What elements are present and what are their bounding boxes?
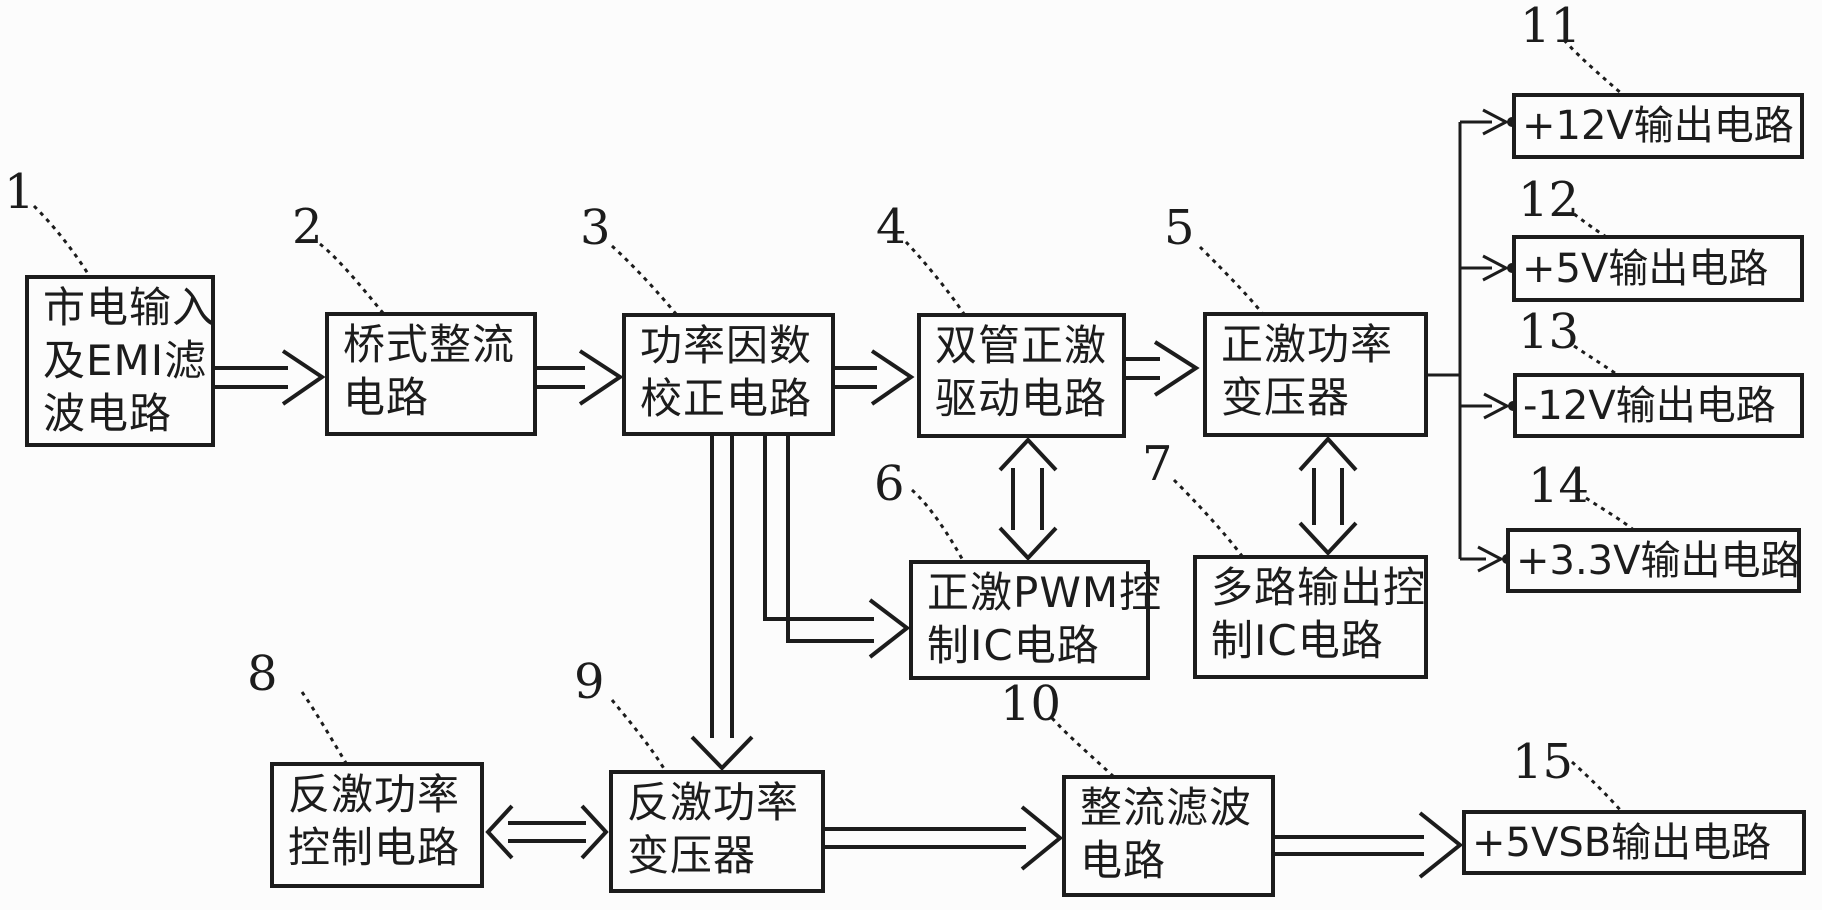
- ref-number-8: 8: [247, 646, 278, 702]
- block-text-line: 驱动电路: [935, 374, 1108, 423]
- leader-6: [910, 488, 968, 567]
- leader-14: [1585, 496, 1637, 534]
- block-text-line: +3.3V输出电路: [1516, 537, 1801, 584]
- block-output-3v3: +3.3V输出电路: [1506, 528, 1801, 593]
- block-text-line: 正激PWM控: [927, 568, 1163, 617]
- block-text-line: 电路: [343, 373, 430, 422]
- leader-3: [610, 244, 678, 315]
- leader-9: [610, 699, 668, 773]
- block-rectifier-filter: 整流滤波 电路: [1062, 775, 1275, 897]
- ref-number-6: 6: [874, 456, 905, 512]
- block-multi-output-control-ic: 多路输出控 制IC电路: [1193, 555, 1428, 679]
- ref-number-12: 12: [1518, 172, 1580, 228]
- block-output-neg12v: -12V输出电路: [1513, 373, 1804, 438]
- block-text-line: 双管正激: [935, 321, 1108, 370]
- block-text-line: 制IC电路: [1211, 616, 1384, 665]
- leader-11: [1562, 39, 1623, 96]
- output-bus-trunk: [1428, 122, 1462, 559]
- ref-number-5: 5: [1164, 200, 1195, 256]
- block-text-line: 桥式整流: [343, 320, 516, 369]
- branch-contact-dots: [1502, 117, 1518, 564]
- block-forward-power-transformer: 正激功率 变压器: [1203, 312, 1428, 437]
- block-text-line: 功率因数: [640, 321, 813, 370]
- block-text-line: 正激功率: [1221, 320, 1394, 369]
- double-arrow-5-7: [1298, 436, 1358, 556]
- branch-to-5v: [1460, 254, 1510, 282]
- block-flyback-power-control: 反激功率 控制电路: [270, 762, 484, 888]
- arrow-3-to-4: [835, 349, 915, 406]
- arrow-4-to-5: [1126, 340, 1200, 397]
- block-text-line: 及EMI滤: [43, 336, 208, 385]
- arrow-3-to-6: [763, 436, 911, 659]
- ref-number-7: 7: [1142, 436, 1173, 492]
- block-text-line: -12V输出电路: [1523, 382, 1776, 429]
- block-text-line: 电路: [1080, 836, 1167, 885]
- ref-number-15: 15: [1512, 734, 1574, 790]
- block-text-line: 反激功率: [627, 778, 800, 827]
- block-text-line: 控制电路: [288, 823, 461, 872]
- double-arrow-8-9: [485, 804, 609, 860]
- ref-number-13: 13: [1518, 304, 1580, 360]
- block-mains-input-emi-filter: 市电输入 及EMI滤 波电路: [25, 275, 215, 447]
- block-text-line: 多路输出控: [1211, 563, 1427, 612]
- double-arrow-4-6: [998, 437, 1058, 561]
- branch-to-12v: [1460, 108, 1510, 136]
- block-power-factor-correction: 功率因数 校正电路: [622, 313, 835, 436]
- block-bridge-rectifier: 桥式整流 电路: [325, 312, 537, 436]
- arrow-3-to-9: [690, 436, 754, 771]
- ref-number-2: 2: [292, 199, 323, 255]
- arrow-1-to-2: [215, 349, 326, 406]
- ref-number-9: 9: [574, 654, 605, 710]
- leader-1: [32, 204, 92, 278]
- block-text-line: 反激功率: [288, 770, 461, 819]
- block-text-line: 整流滤波: [1080, 783, 1253, 832]
- leader-15: [1571, 760, 1624, 813]
- block-output-5v: +5V输出电路: [1512, 235, 1804, 302]
- block-text-line: +5V输出电路: [1522, 245, 1769, 292]
- ref-number-10: 10: [1000, 676, 1062, 732]
- ref-number-14: 14: [1528, 458, 1590, 514]
- block-text-line: 市电输入: [43, 283, 216, 332]
- block-flyback-power-transformer: 反激功率 变压器: [609, 770, 825, 893]
- block-text-line: +5VSB输出电路: [1472, 819, 1772, 866]
- ref-number-4: 4: [876, 199, 907, 255]
- leader-13: [1573, 344, 1623, 380]
- leader-10: [1050, 717, 1116, 779]
- branch-to-3v3: [1460, 545, 1505, 573]
- arrow-2-to-3: [537, 349, 624, 406]
- branch-to-neg12v: [1460, 392, 1511, 420]
- leader-7: [1172, 478, 1244, 557]
- block-output-12v: +12V输出电路: [1512, 93, 1804, 159]
- leader-8: [300, 691, 348, 764]
- block-text-line: 制IC电路: [927, 621, 1100, 670]
- block-forward-pwm-control-ic: 正激PWM控 制IC电路: [909, 560, 1163, 680]
- arrow-10-to-15: [1275, 811, 1464, 879]
- block-text-line: 变压器: [627, 831, 757, 880]
- arrow-9-to-10: [825, 805, 1064, 871]
- leader-4: [904, 240, 966, 315]
- block-text-line: 校正电路: [640, 374, 813, 423]
- ref-number-11: 11: [1520, 0, 1582, 54]
- ref-number-1: 1: [4, 164, 35, 220]
- block-text-line: 变压器: [1221, 373, 1351, 422]
- ref-number-3: 3: [580, 200, 611, 256]
- leader-5: [1198, 245, 1264, 314]
- block-output-5vsb: +5VSB输出电路: [1462, 810, 1806, 875]
- leader-2: [319, 242, 385, 314]
- block-text-line: +12V输出电路: [1522, 103, 1794, 149]
- block-text-line: 波电路: [43, 389, 173, 438]
- block-dual-forward-drive: 双管正激 驱动电路: [917, 313, 1126, 438]
